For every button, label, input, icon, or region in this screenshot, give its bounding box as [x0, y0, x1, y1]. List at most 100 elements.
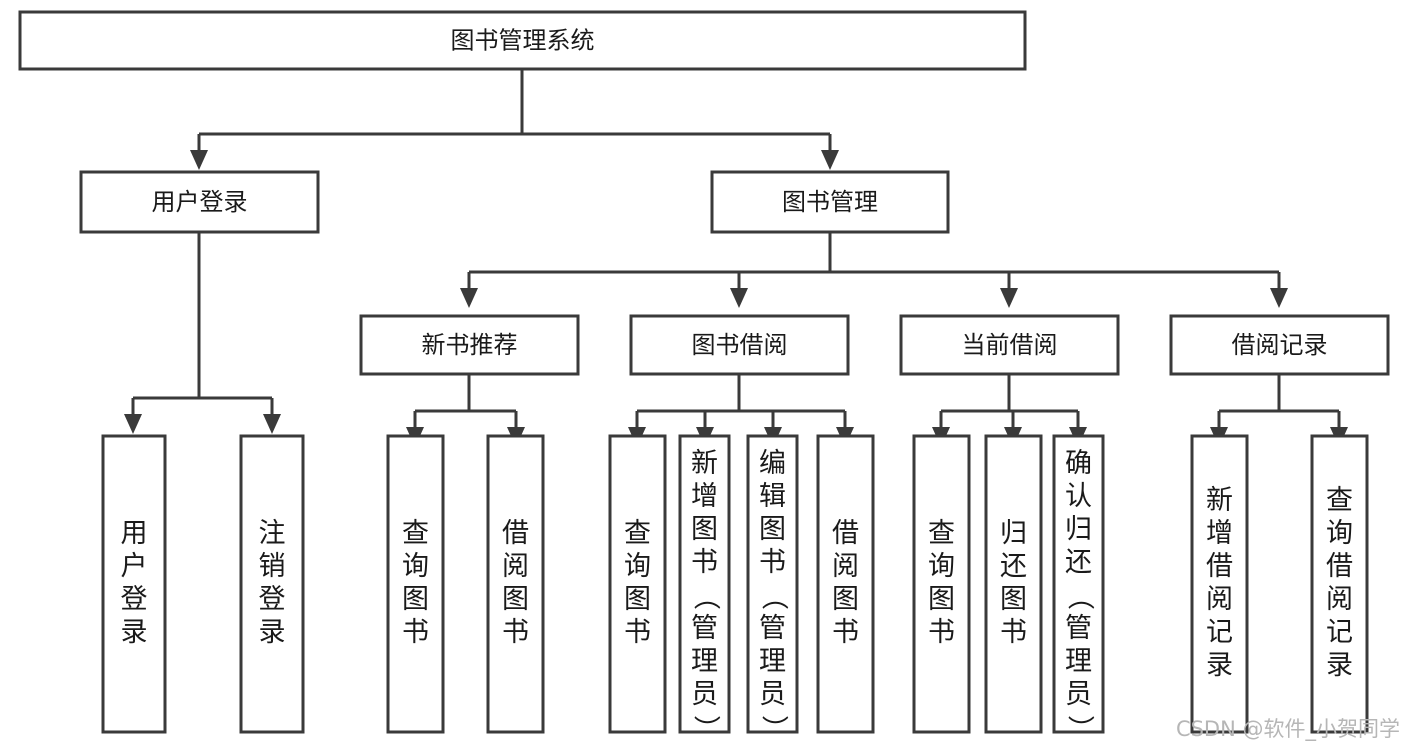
- leaf-label-char: 录: [259, 617, 286, 648]
- leaf-label-char: 登: [259, 584, 286, 615]
- leaf-label-char: 询: [1326, 518, 1353, 549]
- leaf-box[interactable]: [608, 434, 667, 734]
- leaf-label-char: 书: [691, 547, 718, 578]
- node-box[interactable]: [359, 314, 580, 376]
- leaf-box[interactable]: [486, 434, 545, 734]
- leaf-label-char: 阅: [1206, 584, 1233, 615]
- leaf-label-char: 户: [121, 551, 148, 582]
- leaf-label-char: 记: [1206, 617, 1233, 648]
- leaf-box[interactable]: [386, 434, 445, 734]
- node-borrowing-records[interactable]: 借阅记录: [1169, 314, 1390, 376]
- leaf-label-char: 增: [691, 481, 718, 512]
- leaf-label-char: 阅: [502, 551, 529, 582]
- arrow-head-icon: [1000, 288, 1018, 308]
- connector-recommendation-to-leaves: [406, 374, 525, 447]
- leaf-label-char: 理: [759, 646, 786, 677]
- node-book-borrowing[interactable]: 图书借阅: [629, 314, 850, 376]
- leaf-label-char: 归: [1000, 518, 1027, 549]
- leaf-label-char: 询: [624, 551, 651, 582]
- leaf-label-char: 认: [1065, 481, 1092, 512]
- leaf-box[interactable]: [239, 434, 305, 734]
- leaf-box[interactable]: [101, 434, 167, 734]
- leaf-label-char: ）: [690, 715, 721, 742]
- node-box[interactable]: [79, 170, 320, 234]
- leaf-label-char: 注: [259, 518, 286, 549]
- leaf-box[interactable]: [912, 434, 971, 734]
- leaf-box[interactable]: [1190, 434, 1249, 734]
- leaf-label-char: 还: [1000, 551, 1027, 582]
- leaf-box[interactable]: [816, 434, 875, 734]
- leaf-label-char: 登: [121, 584, 148, 615]
- node-label: 新书推荐: [422, 331, 518, 359]
- leaf-label-char: 归: [1065, 514, 1092, 545]
- leaf-box[interactable]: [1310, 434, 1369, 734]
- node-label: 图书借阅: [692, 331, 788, 359]
- leaf-label-char: （: [690, 583, 721, 610]
- arrow-head-icon: [263, 414, 281, 434]
- node-layer: 图书管理系统用户登录图书管理新书推荐图书借阅当前借阅借阅记录用户登录注销登录查询…: [18, 10, 1390, 742]
- watermark-layer: CSDN @软件_小贺同学: [1176, 717, 1400, 742]
- leaf-label-char: 阅: [832, 551, 859, 582]
- leaf-label-char: 查: [1326, 485, 1353, 516]
- node-label: 当前借阅: [962, 331, 1058, 359]
- node-user-login[interactable]: 用户登录: [79, 170, 320, 234]
- leaf-label-char: 图: [928, 584, 955, 615]
- arrow-head-icon: [1270, 288, 1288, 308]
- node-label: 图书管理系统: [451, 27, 595, 55]
- node-label: 用户登录: [152, 188, 248, 216]
- leaf-box[interactable]: [746, 434, 799, 734]
- leaf-label-char: 书: [624, 617, 651, 648]
- leaf-label-char: 管: [1065, 613, 1092, 644]
- leaf-label-char: 记: [1326, 617, 1353, 648]
- leaf-label-char: 用: [121, 518, 148, 549]
- node-current-borrowing[interactable]: 当前借阅: [899, 314, 1120, 376]
- leaf-label-char: 查: [402, 518, 429, 549]
- leaf-label-char: 阅: [1326, 584, 1353, 615]
- arrow-head-icon: [821, 150, 839, 170]
- node-box[interactable]: [1169, 314, 1390, 376]
- node-label: 图书管理: [782, 188, 878, 216]
- leaf-label-char: 书: [759, 547, 786, 578]
- leaf-label-char: 录: [1326, 650, 1353, 681]
- leaf-label-char: 书: [832, 617, 859, 648]
- leaf-label-char: 理: [1065, 646, 1092, 677]
- leaf-label-char: 新: [691, 448, 718, 479]
- leaf-label-char: 图: [1000, 584, 1027, 615]
- node-new-book-recommendation[interactable]: 新书推荐: [359, 314, 580, 376]
- node-box[interactable]: [629, 314, 850, 376]
- leaf-label-char: 借: [1326, 551, 1353, 582]
- leaf-box[interactable]: [984, 434, 1043, 734]
- connector-bookmgmt-to-level3: [460, 232, 1288, 308]
- node-box[interactable]: [18, 10, 1027, 71]
- leaf-box[interactable]: [678, 434, 731, 734]
- leaf-label-char: （: [1064, 583, 1095, 610]
- node-system-title[interactable]: 图书管理系统: [18, 10, 1027, 71]
- leaf-label-char: （: [758, 583, 789, 610]
- node-label: 借阅记录: [1232, 331, 1328, 359]
- leaf-box[interactable]: [1052, 434, 1105, 734]
- leaf-label-char: 书: [402, 617, 429, 648]
- connector-userlogin-to-leaves: [124, 232, 281, 434]
- leaf-label-char: 增: [1206, 518, 1233, 549]
- arrow-head-icon: [460, 288, 478, 308]
- node-book-management[interactable]: 图书管理: [710, 170, 950, 234]
- leaf-label-char: 理: [691, 646, 718, 677]
- arrow-head-icon: [124, 414, 142, 434]
- node-leaf-user-login[interactable]: 用户登录: [101, 434, 167, 734]
- node-box[interactable]: [899, 314, 1120, 376]
- leaf-label-char: 辑: [759, 481, 786, 512]
- node-box[interactable]: [710, 170, 950, 234]
- leaf-label-char: 询: [402, 551, 429, 582]
